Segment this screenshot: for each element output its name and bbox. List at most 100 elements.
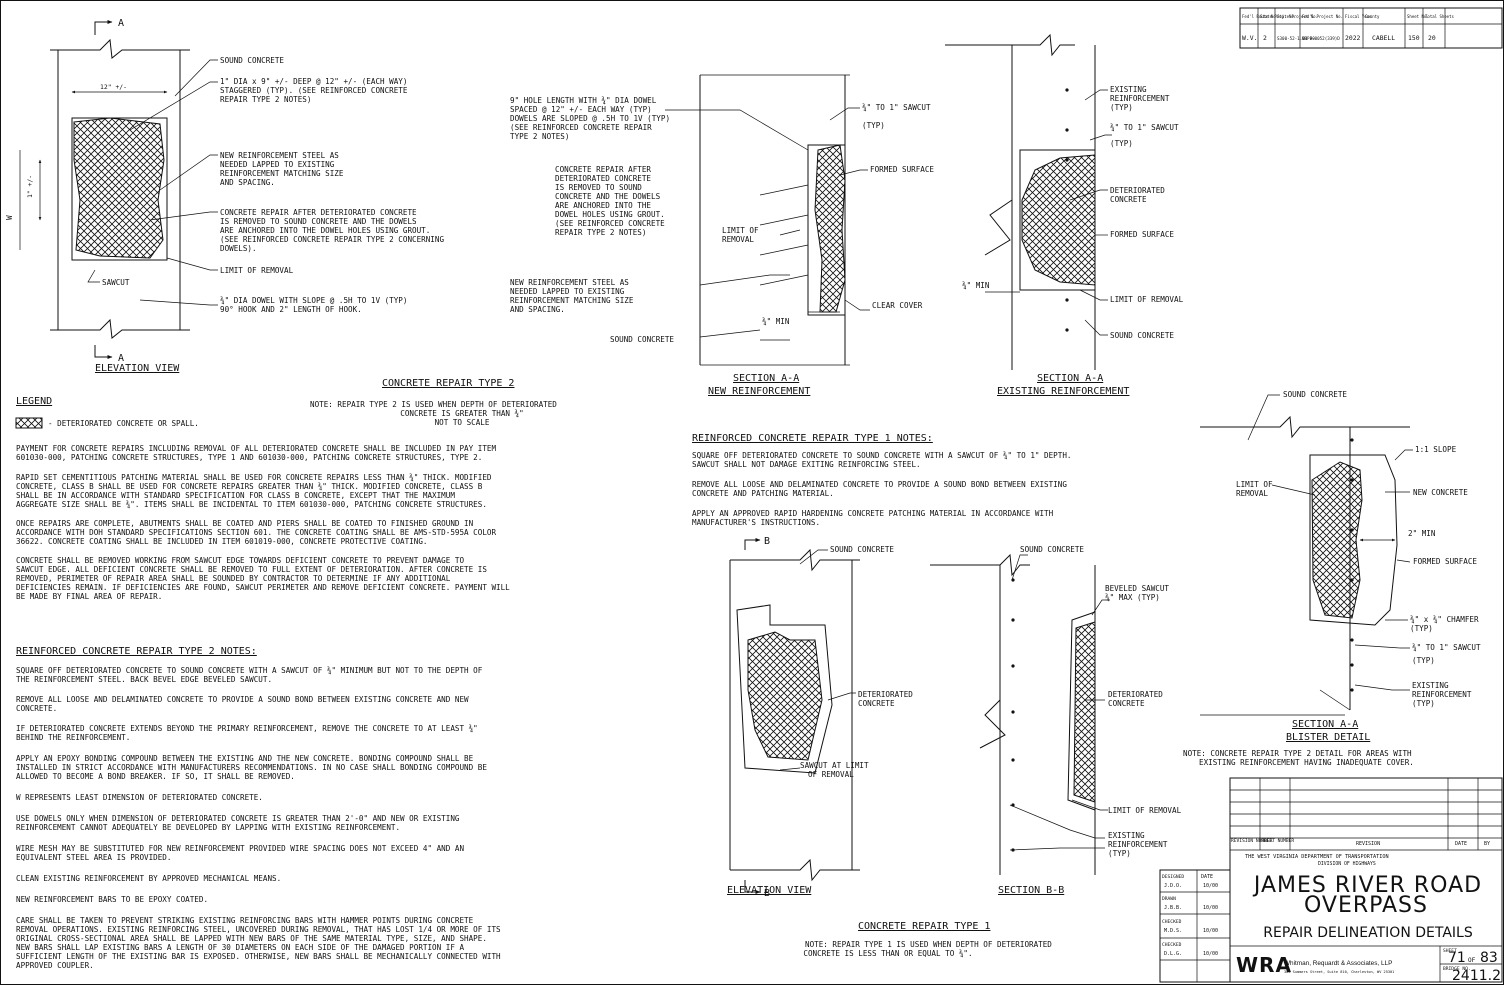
secbb-bevel-1: BEVELED SAWCUT	[1105, 584, 1169, 593]
signoff-name-2: J.B.B.	[1164, 905, 1182, 911]
t2n-2-1: REMOVE ALL LOOSE AND DELAMINATED CONCRET…	[16, 695, 469, 704]
blister-typ: (TYP)	[1412, 656, 1435, 665]
blister-exist-2: REINFORCEMENT	[1412, 690, 1472, 699]
type1-notes: REINFORCED CONCRETE REPAIR TYPE 1 NOTES:…	[692, 433, 1071, 527]
hdr-val-4: NHPP-0052(339)D	[1302, 36, 1340, 41]
hdr-col-1: Fed'l Route No.	[1242, 14, 1278, 19]
legend-item: - DETERIORATED CONCRETE OR SPALL.	[48, 419, 199, 428]
elev2-sound: SOUND CONCRETE	[220, 56, 284, 65]
t2n-10-3: ORIGINAL CROSS-SECTIONAL AREA SHALL BE L…	[16, 934, 487, 943]
secexist-typ: (TYP)	[1110, 139, 1133, 148]
secnew-hole-2: SPACED @ 12" +/- EACH WAY (TYP)	[510, 105, 652, 114]
secnew-repair-4: CONCRETE AND THE DOWELS	[555, 192, 661, 201]
legend-title: LEGEND	[16, 396, 52, 407]
secnew-limit-1: LIMIT OF	[722, 226, 759, 235]
rev-h1: REVISION NUMBER	[1231, 838, 1273, 844]
secnew-sound: SOUND CONCRETE	[610, 335, 674, 344]
secnew-repair-2: DETERIORATED CONCRETE	[555, 174, 651, 183]
hdr-val-6: CABELL	[1372, 34, 1395, 42]
elev2-mark-a-top: A	[118, 18, 124, 29]
elev2-repair-1: CONCRETE REPAIR AFTER DETERIORATED CONCR…	[220, 208, 417, 217]
t2n-3-2: BEHIND THE REINFORCEMENT.	[16, 733, 130, 742]
secnew-new-4: AND SPACING.	[510, 305, 565, 314]
elev2-w-label: W	[5, 215, 14, 220]
gen-note-2-4: AGGREGATE SIZE SHALL BE ¾". ITEMS SHALL …	[16, 500, 487, 509]
rev-h3: REVISION	[1356, 841, 1380, 847]
rev-h5: BY	[1484, 841, 1490, 847]
hdr-val-8: 20	[1428, 34, 1436, 42]
secnew-repair-7: (SEE REINFORCED CONCRETE	[555, 219, 665, 228]
elev2-holes-1: 1" DIA x 9" +/- DEEP @ 12" +/- (EACH WAY…	[220, 77, 407, 86]
signoff-role-3: CHECKED	[1162, 919, 1182, 925]
t2n-6-1: USE DOWELS ONLY WHEN DIMENSION OF DETERI…	[16, 814, 460, 823]
section-aa-new-labels: 9" HOLE LENGTH WITH ¾" DIA DOWEL SPACED …	[510, 96, 934, 397]
secbb-title: SECTION B-B	[998, 885, 1064, 896]
sheet-total: 83	[1480, 950, 1498, 966]
type2-note-1: NOTE: REPAIR TYPE 2 IS USED WHEN DEPTH O…	[310, 400, 557, 409]
elev2-new-1: NEW REINFORCEMENT STEEL AS	[220, 151, 339, 160]
elev1-det-2: CONCRETE	[858, 699, 895, 708]
secnew-sawcut: ¾" TO 1" SAWCUT	[862, 103, 931, 112]
elev1-det-1: DETERIORATED	[858, 690, 913, 699]
secnew-clear: CLEAR COVER	[872, 301, 923, 310]
hdr-col-7: Sheet No.	[1407, 14, 1429, 19]
secbb-det-1: DETERIORATED	[1108, 690, 1163, 699]
signoff-block: DATE DESIGNED J.D.O. 10/00 DRAWN J.B.B. …	[1159, 869, 1231, 983]
gen-note-2-2: CONCRETE, CLASS B SHALL BE USED FOR CONC…	[16, 482, 483, 491]
gen-note-4-5: BE MADE BY FINAL AREA OF REPAIR.	[16, 592, 162, 601]
t2n-4-1: APPLY AN EPOXY BONDING COMPOUND BETWEEN …	[16, 754, 474, 763]
t2n-7-2: EQUIVALENT STEEL AREA IS PROVIDED.	[16, 853, 171, 862]
section-bb-labels: SOUND CONCRETE BEVELED SAWCUT ¾" MAX (TY…	[998, 545, 1182, 896]
elev2-holes-3: REPAIR TYPE 2 NOTES)	[220, 95, 311, 104]
t1n-3-1: APPLY AN APPROVED RAPID HARDENING CONCRE…	[692, 509, 1054, 518]
t1n-1-2: SAWCUT SHALL NOT DAMAGE EXITING REINFORC…	[692, 460, 921, 469]
type1-note-1: NOTE: REPAIR TYPE 1 IS USED WHEN DEPTH O…	[805, 940, 1052, 949]
tb-project-2: OVERPASS	[1304, 893, 1428, 918]
gen-note-2-1: RAPID SET CEMENTITIOUS PATCHING MATERIAL…	[16, 473, 492, 482]
type2-title: CONCRETE REPAIR TYPE 2	[382, 378, 514, 389]
tb-division: DIVISION OF HIGHWAYS	[1318, 861, 1376, 867]
tb-dot: THE WEST VIRGINIA DEPARTMENT OF TRANSPOR…	[1245, 854, 1389, 860]
general-notes: PAYMENT FOR CONCRETE REPAIRS INCLUDING R…	[16, 444, 510, 601]
t2n-4-3: ALLOWED TO BECOME A BOND BREAKER. IF SO,…	[16, 772, 295, 781]
type1-note-2: CONCRETE IS LESS THAN OR EQUAL TO ¾".	[803, 949, 972, 958]
secnew-repair-8: REPAIR TYPE 2 NOTES)	[555, 228, 646, 237]
gen-note-3-1: ONCE REPAIRS ARE COMPLETE, ABUTMENTS SHA…	[16, 519, 474, 528]
type2-note-3: NOT TO SCALE	[435, 418, 490, 427]
blister-note-1: NOTE: CONCRETE REPAIR TYPE 2 DETAIL FOR …	[1183, 749, 1412, 758]
t2n-1-2: THE REINFORCEMENT STEEL. BACK BEVEL EDGE…	[16, 675, 272, 684]
blister-title-2: BLISTER DETAIL	[1286, 732, 1370, 743]
elevation-type2-drawing: A A 12" +/- 1" +/- W	[5, 18, 218, 364]
secexist-title-1: SECTION A-A	[1037, 373, 1103, 384]
signoff-role-2: DRAWN	[1162, 896, 1176, 902]
secnew-title-2: NEW REINFORCEMENT	[708, 386, 810, 397]
hdr-col-5: Fiscal Year	[1345, 14, 1372, 19]
type2-notes-title: REINFORCED CONCRETE REPAIR TYPE 2 NOTES:	[16, 646, 257, 657]
hdr-col-3: State Project No.	[1277, 14, 1318, 19]
t2n-9-1: NEW REINFORCEMENT BARS TO BE EPOXY COATE…	[16, 895, 208, 904]
signoff-date-4: 10/00	[1203, 951, 1218, 957]
blister-chamfer-1: ¾" x ¾" CHAMFER	[1410, 615, 1479, 624]
header-table: Fed'l Route No. State Proj. No. State Pr…	[1239, 7, 1503, 49]
gen-note-4-2: SAWCUT EDGE. ALL DEFICIENT CONCRETE SHAL…	[16, 565, 487, 574]
signoff-date-head: DATE	[1201, 874, 1213, 880]
elev2-dim-height: 1" +/-	[26, 175, 34, 198]
elev2-repair-5: DOWELS).	[220, 244, 257, 253]
secnew-hole-5: TYPE 2 NOTES)	[510, 132, 569, 141]
blister-labels: SOUND CONCRETE 1:1 SLOPE LIMIT OF REMOVA…	[1183, 390, 1481, 767]
secnew-repair-5: ARE ANCHORED INTO THE	[555, 201, 651, 210]
gen-note-4-1: CONCRETE SHALL BE REMOVED WORKING FROM S…	[16, 556, 464, 565]
secnew-repair-1: CONCRETE REPAIR AFTER	[555, 165, 651, 174]
t2n-3-1: IF DETERIORATED CONCRETE EXTENDS BEYOND …	[16, 724, 478, 733]
type1-title: CONCRETE REPAIR TYPE 1	[858, 921, 990, 932]
elev1-sawcut-2: OF REMOVAL	[808, 770, 854, 779]
hdr-val-5: 2022	[1345, 34, 1361, 42]
blister-limit-1: LIMIT OF	[1236, 480, 1273, 489]
legend: LEGEND - DETERIORATED CONCRETE OR SPALL.	[15, 396, 199, 429]
gen-note-4-4: DEFICIENCIES REMAIN. IF DEFICIENCIES ARE…	[16, 583, 510, 592]
blister-new: NEW CONCRETE	[1413, 488, 1468, 497]
type2-notes: REINFORCED CONCRETE REPAIR TYPE 2 NOTES:…	[16, 646, 501, 970]
elev1-title: ELEVATION VIEW	[727, 885, 812, 896]
hdr-val-2: 2	[1263, 34, 1267, 42]
blister-note-2: EXISTING REINFORCEMENT HAVING INADEQUATE…	[1199, 758, 1414, 767]
